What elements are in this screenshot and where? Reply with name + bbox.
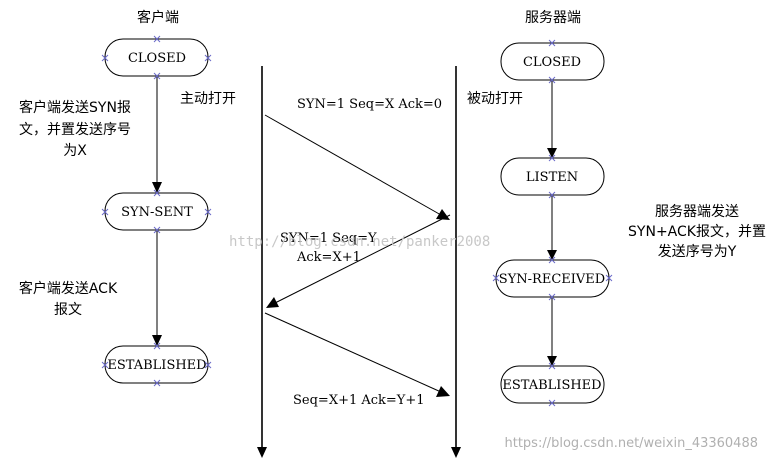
client-connector-synsent-established (152, 230, 162, 346)
client-ack-note-line2: 报文 (54, 302, 82, 318)
server-connector-listen-synreceived (547, 195, 557, 260)
server-state-closed-label: CLOSED (523, 55, 581, 70)
client-action-label: 主动打开 (180, 90, 236, 107)
client-state-closed-label: CLOSED (128, 51, 186, 66)
watermark-center: http://blog.csdn.net/panker2008 (229, 234, 490, 250)
message-arrow-syn (264, 114, 450, 220)
server-state-established-label: ESTABLISHED (502, 378, 601, 393)
server-connector-synreceived-established (547, 297, 557, 366)
server-action-label: 被动打开 (467, 90, 523, 107)
watermark-corner: https://blog.csdn.net/weixin_43360488 (504, 436, 758, 451)
message-arrow-synack (266, 214, 451, 308)
server-state-established: ESTABLISHED (500, 365, 605, 404)
server-timeline (451, 66, 461, 458)
message-label-ack: Seq=X+1 Ack=Y+1 (293, 393, 425, 408)
server-state-syn-received-label: SYN-RECEIVED (499, 272, 605, 287)
client-state-closed: CLOSED (104, 38, 209, 77)
server-state-listen: LISTEN (500, 157, 605, 196)
server-synack-note-line3: 发送序号为Y (658, 244, 737, 260)
message-label-syn: SYN=1 Seq=X Ack=0 (297, 97, 442, 112)
client-state-established: ESTABLISHED (104, 345, 209, 384)
client-title: 客户端 (137, 9, 179, 26)
server-state-closed: CLOSED (500, 42, 605, 81)
client-syn-note-line1: 客户端发送SYN报 (19, 99, 131, 116)
server-title: 服务器端 (525, 10, 581, 26)
server-synack-note-line1: 服务器端发送 (655, 204, 739, 220)
client-timeline (257, 66, 267, 458)
server-state-syn-received: SYN-RECEIVED (495, 259, 610, 298)
client-state-established-label: ESTABLISHED (107, 358, 206, 373)
client-syn-note-line3: 为X (63, 143, 87, 159)
client-state-syn-sent-label: SYN-SENT (121, 205, 193, 220)
client-connector-closed-synsent (152, 76, 162, 193)
box-connection-markers (101, 35, 613, 407)
client-ack-note-line1: 客户端发送ACK (19, 280, 118, 297)
server-state-listen-label: LISTEN (526, 170, 578, 185)
server-synack-note-line2: SYN+ACK报文，并置 (628, 224, 766, 240)
message-label-synack-line1: SYN=1 Seq=Y (280, 231, 377, 246)
message-label-synack-line2: Ack=X+1 (296, 250, 361, 265)
message-arrow-ack (264, 312, 450, 397)
server-connector-closed-listen (547, 80, 557, 158)
client-syn-note-line2: 文，并置发送序号 (19, 122, 131, 138)
client-state-syn-sent: SYN-SENT (104, 192, 209, 231)
